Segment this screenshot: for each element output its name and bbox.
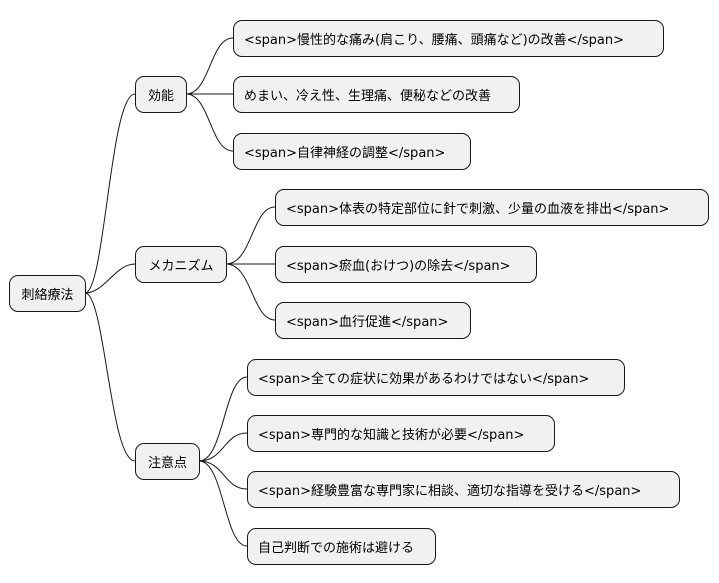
link-kouno-1 bbox=[185, 37, 234, 95]
link-root-chuuiten bbox=[84, 292, 136, 462]
leaf-node: <span>血行促進</span> bbox=[275, 302, 471, 339]
link-mech-3 bbox=[225, 263, 276, 321]
leaf-node: <span>専門的な知識と技術が必要</span> bbox=[247, 415, 555, 452]
leaf-node: <span>慢性的な痛み(肩こり、腰痛、頭痛など)の改善</span> bbox=[233, 20, 664, 57]
link-chuui-1 bbox=[198, 376, 248, 462]
link-kouno-3 bbox=[185, 93, 234, 152]
link-chuui-2 bbox=[198, 432, 248, 462]
leaf-node: 自己判断での施術は避ける bbox=[247, 528, 436, 565]
leaf-node: <span>自律神経の調整</span> bbox=[233, 133, 471, 170]
leaf-node: <span>全ての症状に効果があるわけではない</span> bbox=[247, 359, 625, 396]
branch-node-kouno: 効能 bbox=[135, 76, 187, 113]
leaf-node: めまい、冷え性、生理痛、便秘などの改善 bbox=[233, 76, 520, 113]
link-chuui-3 bbox=[198, 460, 248, 490]
branch-node-chuuiten: 注意点 bbox=[135, 443, 200, 480]
branch-node-mechanism: メカニズム bbox=[135, 246, 227, 283]
link-root-mechanism bbox=[84, 263, 136, 294]
leaf-node: <span>体表の特定部位に針で刺激、少量の血液を排出</span> bbox=[275, 189, 709, 226]
link-mech-1 bbox=[225, 206, 276, 265]
leaf-node: <span>瘀血(おけつ)の除去</span> bbox=[275, 246, 537, 283]
leaf-node: <span>経験豊富な専門家に相談、適切な指導を受ける</span> bbox=[247, 471, 680, 508]
root-node: 刺絡療法 bbox=[9, 275, 86, 312]
link-root-kouno bbox=[84, 93, 136, 294]
link-chuui-4 bbox=[198, 460, 248, 547]
